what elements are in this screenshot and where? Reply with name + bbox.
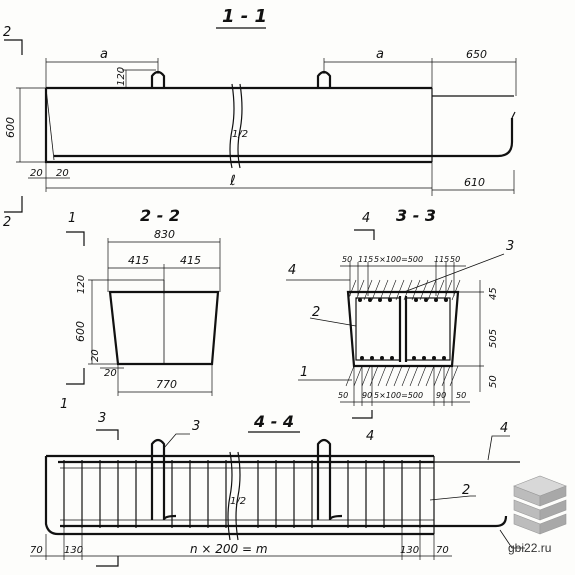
label-1: 1: [300, 365, 308, 380]
dim-33-top-3: 115: [434, 255, 449, 264]
title-section-4-4: 4 - 4: [253, 412, 294, 431]
dim-120: 120: [116, 67, 127, 86]
section-marker-4-bottom: 4: [366, 429, 374, 444]
dim-33-bot-1: 90: [362, 391, 372, 400]
section-cut-1-bottom: [66, 368, 85, 385]
lifting-loop-left: [150, 70, 166, 88]
dim-33-top-1: 115: [358, 255, 373, 264]
section-cut-4-bottom: [352, 410, 373, 419]
section-cut-2-top: [4, 39, 23, 55]
dim-415-a: 415: [128, 254, 149, 267]
section-cut-1-top: [66, 231, 85, 246]
dim-l: ℓ: [229, 173, 236, 189]
section-marker-2-bottom: 2: [3, 215, 11, 230]
dim-a-right: a: [376, 47, 384, 62]
dim-33-top-4: 50: [450, 255, 460, 264]
dim-600: 600: [4, 117, 17, 138]
dim-44-130a: 130: [64, 545, 83, 556]
dim-44-70a: 70: [30, 545, 43, 556]
plan-break-2: [235, 451, 241, 541]
dim-50-right: 50: [488, 375, 499, 388]
label-4: 4: [288, 263, 296, 278]
label-3: 3: [506, 239, 514, 254]
section-cut-4-top: [354, 229, 375, 240]
plan-leader-4: [487, 435, 510, 461]
cage-left: [355, 297, 401, 361]
plan-leader-2: [429, 495, 476, 501]
break-label: 1/2: [232, 129, 248, 140]
leader-2: [309, 317, 357, 327]
dim-33-bot-2: 5×100=500: [374, 391, 423, 400]
hook-end: [511, 111, 516, 119]
rebar-dots: [358, 298, 448, 360]
plan-break-label: 1/2: [230, 496, 246, 507]
leader-3: [403, 253, 505, 293]
dim-20-a: 20: [30, 168, 43, 179]
dim-20-b: 20: [56, 168, 69, 179]
dim-33-bot-4: 50: [456, 391, 466, 400]
section-3-3-body: [346, 290, 460, 368]
title-section-3-3: 3 - 3: [396, 206, 436, 225]
hatch-top: [347, 279, 461, 301]
beam-chamfer: [45, 87, 55, 161]
section-marker-3-top: 3: [98, 411, 106, 426]
dim-830: 830: [154, 228, 175, 241]
plan-label-4: 4: [500, 421, 508, 436]
plan-outline: [44, 456, 434, 536]
dim-33-bot-0: 50: [338, 391, 348, 400]
dim-ticks-33-bot: [353, 366, 453, 406]
dim-770: 770: [156, 378, 177, 391]
section-cut-3-top: [96, 429, 119, 440]
dim-33-top-2: 5×100=500: [374, 255, 423, 264]
dim-610: 610: [464, 176, 485, 189]
dim-ticks-44-bot: [45, 528, 435, 560]
dim-650: 650: [466, 48, 487, 61]
hatch-bottom: [345, 365, 459, 387]
cage-right: [405, 297, 451, 361]
beam-outline: [44, 88, 432, 164]
dim-44-formula: n × 200 = m: [190, 542, 268, 556]
dim-44-70b: 70: [436, 545, 449, 556]
plan-leader-1: [499, 529, 525, 549]
watermark-logo: [513, 475, 567, 535]
dim-22-120: 120: [76, 275, 87, 294]
label-2: 2: [312, 305, 320, 320]
title-section-2-2: 2 - 2: [140, 206, 180, 225]
section-marker-1-bottom: 1: [60, 397, 68, 412]
plan-proj-hook: [434, 515, 508, 528]
stirrups: [63, 460, 421, 528]
section-marker-2-top: 2: [3, 25, 11, 40]
dim-22-20a: 20: [90, 349, 101, 362]
plan-label-3: 3: [192, 419, 200, 434]
watermark-text: gbi22.ru: [508, 541, 551, 555]
dim-45: 45: [488, 287, 499, 300]
section-cut-3-bottom: [96, 556, 119, 567]
plan-label-2: 2: [462, 483, 470, 498]
projecting-bar-hook: [432, 118, 514, 158]
plan-loop-right: [316, 438, 343, 521]
dim-44-130b: 130: [400, 545, 419, 556]
dim-33-top-0: 50: [342, 255, 352, 264]
section-marker-4-top: 4: [362, 211, 370, 226]
break-line-1: [229, 83, 235, 169]
section-marker-1-top: 1: [68, 211, 76, 226]
plan-leader-3: [163, 433, 190, 449]
break-line-2: [237, 83, 243, 169]
dim-33-bot-3: 90: [436, 391, 446, 400]
dim-505: 505: [488, 329, 499, 348]
dim-22-20b: 20: [104, 368, 117, 379]
title-section-1-1: 1 - 1: [222, 6, 267, 27]
section-cut-2-bottom: [4, 196, 23, 213]
dim-415-b: 415: [180, 254, 201, 267]
lifting-loop-right: [316, 70, 332, 88]
plan-break-1: [227, 451, 233, 541]
plan-loop-left: [150, 438, 177, 521]
dim-a-left: a: [100, 47, 108, 62]
dim-22-600: 600: [74, 321, 87, 342]
